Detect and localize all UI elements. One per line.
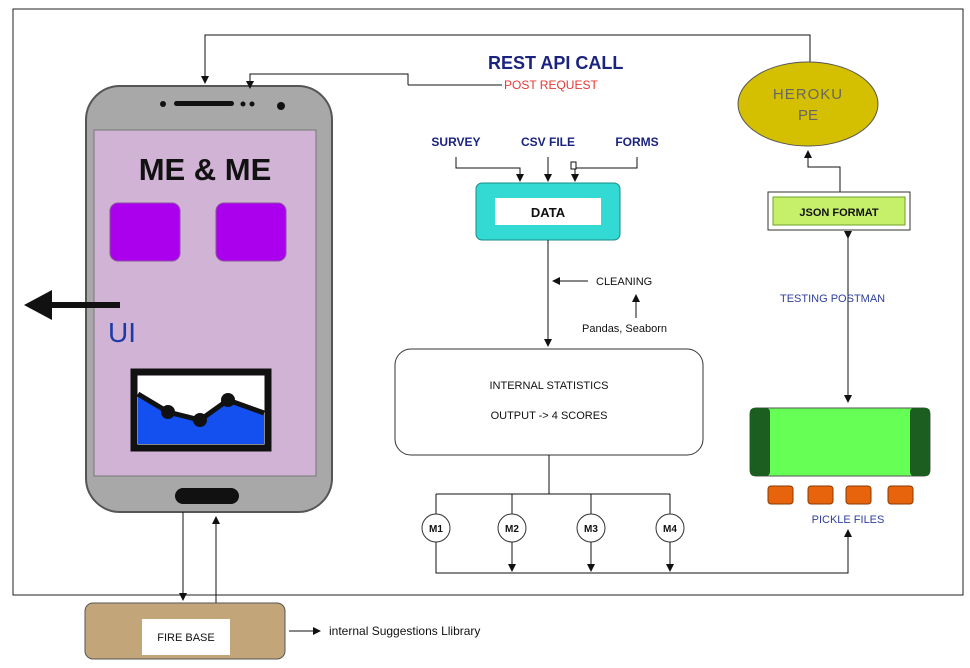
firebase-label: FIRE BASE [157,632,214,644]
pandas-seaborn-label: Pandas, Seaborn [582,323,667,335]
models-to-pickle-connectors [435,529,852,574]
app-square-right [215,202,287,262]
rest-api-loop [201,34,811,89]
pickle-model-node [749,407,931,477]
heroku-label-line1: HEROKU [773,86,843,103]
testing-postman-label: TESTING POSTMAN [780,293,885,305]
output-scores-label: OUTPUT -> 4 SCORES [491,410,608,422]
forms-label: FORMS [615,135,658,149]
phone-mockup: ME & ME UI [85,85,333,513]
forms-connector [570,161,577,170]
phone-camera [277,102,285,110]
rest-api-call-label: REST API CALL [488,53,623,73]
phone-sensor-dot [240,101,246,107]
internal-statistics-label: INTERNAL STATISTICS [490,380,609,392]
app-square-left [109,202,181,262]
pickle-files-label: PICKLE FILES [812,514,885,526]
csv-file-label: CSV FILE [521,135,575,149]
phone-speaker [174,101,234,106]
app-title: ME & ME [139,152,272,187]
heroku-node [737,61,879,147]
ui-left-arrow [24,290,120,320]
forms-arrow [571,157,638,182]
data-label: DATA [531,205,566,220]
survey-label: SURVEY [431,135,480,149]
json-format-node [772,196,906,226]
json-format-label: JSON FORMAT [799,207,879,219]
cleaning-label: CLEANING [596,276,652,288]
firebase-inner [142,619,230,655]
model-m2: M2 [497,513,527,543]
pickle-blocks [767,485,914,505]
phone-home-button [175,488,239,504]
model-m1: M1 [421,513,451,543]
data-inner [495,198,601,225]
model-m1-label: M1 [429,524,443,535]
model-m4: M4 [655,513,685,543]
phone-sensor-dot [249,101,255,107]
model-m3: M3 [576,513,606,543]
post-request-label: POST REQUEST [504,78,598,92]
internal-statistics-node [394,348,704,456]
image-chart-icon [130,368,272,452]
stats-to-models-connectors [435,455,671,514]
model-m4-label: M4 [663,524,677,535]
suggestions-library-label: internal Suggestions Llibrary [329,624,480,638]
outer-frame [12,8,964,596]
ui-label: UI [108,317,136,348]
heroku-label-line2: PE [798,107,818,124]
json-to-heroku-arrow [804,150,841,192]
survey-arrow [455,157,524,182]
model-m2-label: M2 [505,524,519,535]
model-m3-label: M3 [584,524,598,535]
phone-sensor-dot [160,101,166,107]
